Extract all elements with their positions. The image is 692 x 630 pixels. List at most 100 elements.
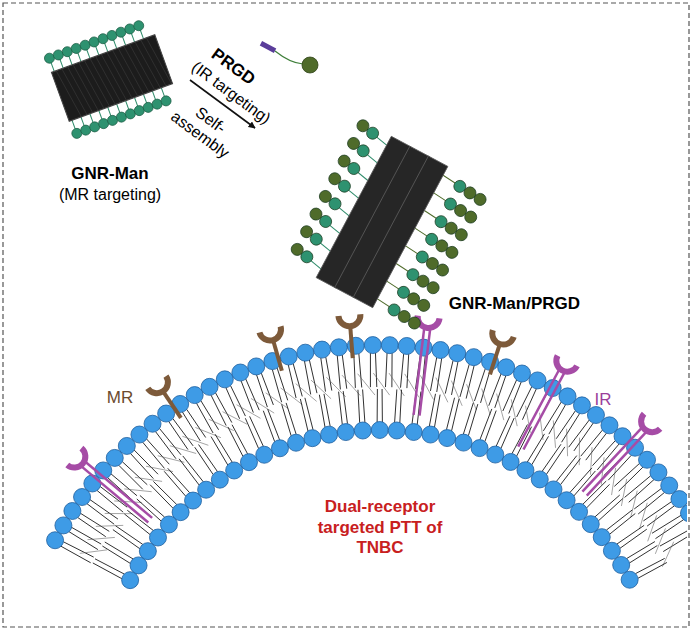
- receptor-stalk: [582, 427, 642, 491]
- ligand-ball: [345, 135, 361, 151]
- lipid-tail: [375, 353, 376, 387]
- mannose-receptor: [259, 326, 281, 370]
- lipid-head: [297, 344, 314, 361]
- lipid-tail: [663, 534, 687, 552]
- lipid-tail: [215, 434, 232, 462]
- lipid-head: [603, 542, 620, 559]
- receptor-cup: [492, 330, 513, 344]
- lipid-tail: [305, 398, 313, 430]
- lipid-tail: [619, 467, 643, 491]
- peg-ball: [302, 57, 318, 73]
- lipid-tail: [377, 389, 378, 422]
- lipid-tail: [282, 404, 292, 436]
- lipid-tail: [95, 559, 124, 574]
- lipid-tail: [215, 393, 231, 423]
- lipid-tail: [489, 374, 501, 406]
- ligand-stalk: [152, 91, 155, 100]
- lipid-tail: [407, 354, 409, 388]
- lipid-tail: [277, 368, 288, 400]
- lattice-line: [146, 35, 171, 87]
- lipid-tail: [452, 362, 458, 395]
- receptor-stalk: [81, 466, 148, 523]
- lipid-tails: [61, 353, 687, 579]
- prgd-molecule: [260, 41, 318, 73]
- integrin-receptor: [414, 316, 440, 416]
- lattice-line: [113, 47, 138, 99]
- mannose-receptor: [490, 330, 514, 374]
- receptor-stalk: [414, 328, 425, 415]
- lipid-head: [621, 571, 638, 588]
- lipid-tail: [241, 381, 253, 413]
- lipid-mesh: [631, 491, 638, 518]
- ligand-stalk: [131, 33, 134, 42]
- lipid-tail: [168, 468, 190, 493]
- lipid-head: [681, 505, 687, 522]
- lattice-line: [84, 58, 109, 110]
- lipid-tail: [319, 395, 325, 428]
- lipid-tail: [134, 450, 158, 474]
- lipid-tail: [147, 439, 170, 464]
- lipid-tail: [595, 495, 620, 517]
- lipid-tail: [574, 423, 593, 451]
- ligand-ball: [416, 297, 432, 313]
- peptide-bar: [260, 41, 276, 53]
- gold-nanorod: [43, 17, 179, 140]
- mannose-receptor: [338, 314, 360, 358]
- ligand-stalk: [104, 42, 107, 51]
- ligand-stalk: [81, 117, 84, 126]
- lipid-tail: [61, 546, 91, 563]
- lipid-head: [388, 422, 405, 439]
- lipid-tail: [385, 353, 387, 387]
- lipid-tail: [337, 356, 340, 390]
- receptor-stalk: [420, 328, 431, 415]
- lipid-head: [226, 462, 243, 479]
- lattice-line: [96, 54, 121, 106]
- lipid-tail: [268, 409, 280, 440]
- lipid-tail: [434, 395, 440, 428]
- lipid-mesh: [639, 503, 647, 529]
- nanorod-body: [51, 35, 172, 121]
- lipid-mesh: [223, 412, 247, 424]
- lipid-head: [47, 532, 64, 549]
- lattice-line: [62, 66, 87, 118]
- lattice-line: [67, 64, 92, 116]
- lipid-tail: [638, 562, 667, 578]
- lattice-line: [141, 37, 166, 89]
- lipid-tail: [261, 373, 273, 405]
- lipid-tail: [324, 394, 330, 426]
- ligand-stalk: [108, 107, 111, 116]
- lipid-head: [216, 371, 233, 388]
- lipid-mesh: [80, 550, 107, 554]
- mannose-ball: [160, 94, 173, 107]
- part-label: (MR targeting): [59, 185, 161, 204]
- lattice-line: [79, 60, 104, 112]
- lipid-tail: [655, 520, 683, 539]
- lipid-mesh: [135, 477, 162, 481]
- lipid-tail: [90, 500, 118, 519]
- lipid-mesh: [158, 456, 185, 463]
- lipid-tail: [245, 418, 258, 448]
- lipid-head: [240, 454, 257, 471]
- lipid-tail: [496, 416, 510, 446]
- lipid-head: [304, 430, 321, 447]
- ligand-ball: [453, 227, 469, 243]
- lipid-tail: [495, 376, 506, 408]
- lipid-head: [529, 372, 546, 389]
- lipid-tail: [250, 416, 264, 446]
- lipid-mesh: [114, 501, 141, 503]
- lipid-head: [256, 446, 273, 463]
- lipid-head: [248, 358, 265, 375]
- part-label: Dual-receptor targeted PTT of TNBC: [310, 497, 450, 558]
- lipid-heads: [47, 337, 687, 589]
- lipid-mesh: [482, 389, 490, 415]
- ligand-stalk: [90, 114, 93, 123]
- lipid-mesh: [105, 513, 132, 514]
- lipid-tail: [562, 413, 580, 442]
- lipid-mesh: [451, 381, 462, 406]
- lipid-tail: [638, 492, 664, 514]
- ligand-stalk: [69, 55, 72, 64]
- lipid-tail: [517, 387, 532, 417]
- lipid-tail: [140, 495, 165, 517]
- lipid-head: [517, 462, 534, 479]
- lipid-tail: [509, 382, 521, 414]
